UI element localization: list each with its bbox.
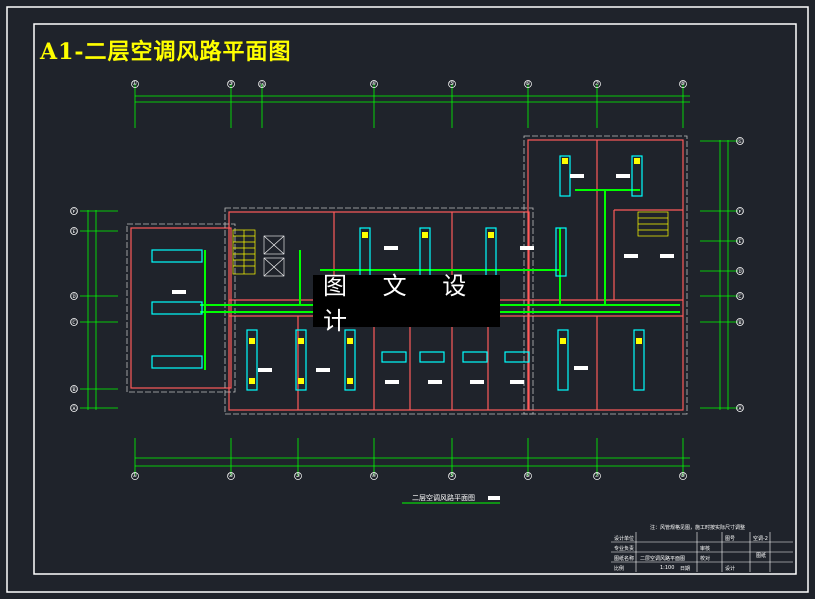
axis-label: Ⓒ bbox=[71, 320, 78, 327]
axis-label: ① bbox=[132, 472, 138, 479]
axis-label: Ⓓ bbox=[71, 294, 78, 301]
title-block-cell: 二层空调风路平面图 bbox=[640, 556, 686, 562]
axis-bubbles-top bbox=[131, 80, 687, 88]
axis-label: Ⓓ bbox=[737, 269, 744, 276]
title-block-cell: 专业负责 bbox=[614, 546, 635, 552]
outer-frame bbox=[6, 6, 809, 593]
title-block-cell: 日期 bbox=[680, 566, 691, 572]
axis-label: Ⓐ bbox=[71, 406, 78, 413]
stair-right bbox=[637, 211, 669, 237]
axis-label: ⑧ bbox=[680, 472, 686, 479]
title-block-cell: 设计 bbox=[725, 566, 736, 572]
axis-label: ⑤ bbox=[449, 472, 455, 479]
axis-label: ⑥ bbox=[525, 80, 531, 87]
axis-label: Ⓕ bbox=[71, 209, 78, 216]
axis-label: ④ bbox=[371, 472, 377, 479]
axis-label: Ⓒ bbox=[737, 294, 744, 301]
axis-label: ⑥ bbox=[525, 472, 531, 479]
inner-frame bbox=[33, 23, 797, 575]
title-block-cell: 图纸 bbox=[756, 553, 767, 559]
title-block-cell: 1:100 bbox=[660, 565, 675, 571]
axis-label: Ⓕ bbox=[737, 209, 744, 216]
axis-label: Ⓐ bbox=[737, 406, 744, 413]
diffuser-markers bbox=[249, 158, 642, 384]
title-block-grid bbox=[611, 532, 793, 572]
axis-label: ① bbox=[132, 80, 138, 87]
axis-label: ③ bbox=[295, 472, 301, 479]
stair-left bbox=[232, 229, 256, 275]
drawing-title: A1-二层空调风路平面图 bbox=[40, 39, 292, 65]
bottom-dimension-lines bbox=[134, 438, 690, 476]
axis-label: ⑦ bbox=[594, 472, 600, 479]
axis-label: Ⓔ bbox=[737, 239, 744, 246]
axis-label: Ⓑ bbox=[71, 387, 78, 394]
left-dimension-lines bbox=[80, 210, 118, 410]
title-block-cell: 比例 bbox=[614, 566, 625, 572]
title-block-cell: 图纸名称 bbox=[614, 556, 635, 562]
watermark-label: 图 文 设 计 bbox=[313, 272, 500, 335]
title-block-cell: 图号 bbox=[725, 536, 736, 542]
title-block-cell: 设计单位 bbox=[614, 536, 635, 542]
title-block-cell: 审核 bbox=[700, 546, 711, 552]
axis-label: ③ bbox=[228, 80, 234, 87]
axis-label: ⑤ bbox=[449, 80, 455, 87]
elevator-shafts bbox=[263, 235, 285, 277]
axis-label: Ⓖ bbox=[737, 139, 744, 146]
axis-label: Ⓔ bbox=[71, 229, 78, 236]
axis-label: ④ bbox=[371, 80, 377, 87]
axis-bubbles-bottom bbox=[131, 472, 687, 480]
title-block-cell: 空调-2 bbox=[753, 536, 768, 542]
drawing-note: 注：风管规格见图，施工时按实际尺寸调整 bbox=[650, 525, 746, 531]
axis-bubbles-right bbox=[736, 137, 744, 412]
title-block-cell: 校对 bbox=[700, 556, 711, 562]
axis-label: ⑮ bbox=[259, 82, 266, 89]
axis-label: ⑧ bbox=[680, 80, 686, 87]
drawing-caption: 二层空调风路平面图 bbox=[412, 494, 475, 502]
axis-label: ⑦ bbox=[594, 80, 600, 87]
top-dimension-lines bbox=[134, 84, 690, 128]
axis-label: ② bbox=[228, 472, 234, 479]
axis-label: Ⓑ bbox=[737, 320, 744, 327]
axis-bubbles-left bbox=[70, 207, 78, 412]
room-labels bbox=[172, 174, 674, 384]
right-dimension-lines bbox=[700, 140, 738, 410]
scale-marker bbox=[488, 496, 500, 500]
